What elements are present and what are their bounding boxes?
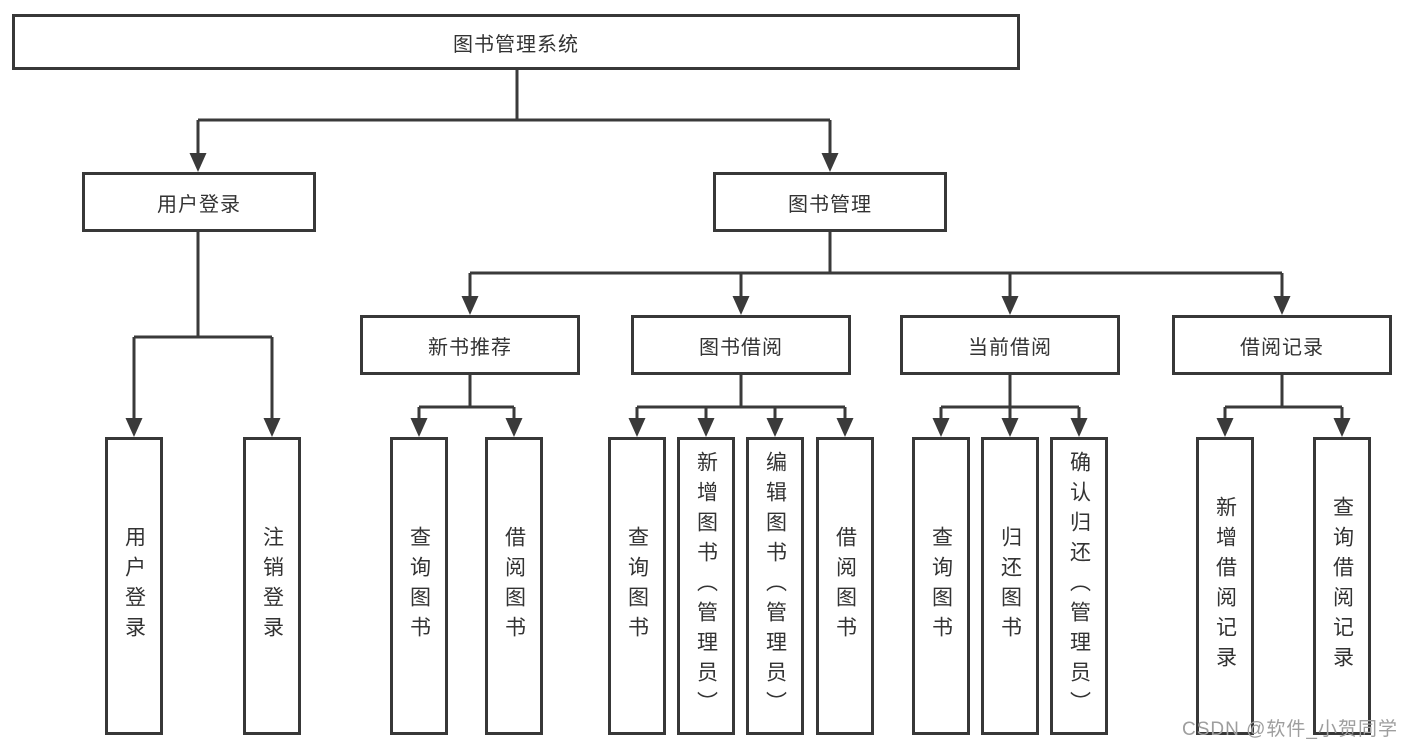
leaf-query-books-recommend: 查询图书 [390, 437, 448, 735]
node-label: 借阅图书 [502, 526, 526, 646]
node-borrowing-records: 借阅记录 [1172, 315, 1392, 375]
node-label: 新书推荐 [428, 336, 512, 359]
node-book-borrowing: 图书借阅 [631, 315, 851, 375]
node-label: 注销登录 [260, 526, 284, 646]
node-book-management: 图书管理 [713, 172, 947, 232]
leaf-return-books: 归还图书 [981, 437, 1039, 735]
node-user-login: 用户登录 [82, 172, 316, 232]
leaf-query-borrow-record: 查询借阅记录 [1313, 437, 1371, 735]
node-label: 新增图书（管理员） [694, 451, 718, 721]
node-label: 编辑图书（管理员） [763, 451, 787, 721]
node-new-book-recommend: 新书推荐 [360, 315, 580, 375]
csdn-watermark: CSDN @软件_小贺同学 [1182, 719, 1398, 740]
node-current-borrowing: 当前借阅 [900, 315, 1120, 375]
leaf-borrow-books-recommend: 借阅图书 [485, 437, 543, 735]
connector-edges [132, 70, 1344, 421]
node-label: 归还图书 [998, 526, 1022, 646]
node-label: 新增借阅记录 [1213, 496, 1237, 676]
arrowheads [125, 153, 1351, 437]
leaf-edit-books-admin: 编辑图书（管理员） [746, 437, 804, 735]
leaf-borrow-books: 借阅图书 [816, 437, 874, 735]
leaf-confirm-return-admin: 确认归还（管理员） [1050, 437, 1108, 735]
node-label: 查询图书 [929, 526, 953, 646]
node-label: 图书借阅 [699, 336, 783, 359]
leaf-add-borrow-record: 新增借阅记录 [1196, 437, 1254, 735]
node-label: 图书管理 [788, 193, 872, 216]
node-label: 借阅图书 [833, 526, 857, 646]
node-label: 查询图书 [407, 526, 431, 646]
leaf-add-books-admin: 新增图书（管理员） [677, 437, 735, 735]
node-label: 查询图书 [625, 526, 649, 646]
leaf-logout: 注销登录 [243, 437, 301, 735]
node-label: 图书管理系统 [453, 33, 579, 56]
node-label: 查询借阅记录 [1330, 496, 1354, 676]
node-label: 当前借阅 [968, 336, 1052, 359]
node-label: 用户登录 [157, 193, 241, 216]
leaf-query-books-borrowing: 查询图书 [608, 437, 666, 735]
leaf-query-books-current: 查询图书 [912, 437, 970, 735]
node-library-management-system: 图书管理系统 [12, 14, 1020, 70]
leaf-user-login: 用户登录 [105, 437, 163, 735]
node-label: 确认归还（管理员） [1067, 451, 1091, 721]
node-label: 用户登录 [122, 526, 146, 646]
node-label: 借阅记录 [1240, 336, 1324, 359]
